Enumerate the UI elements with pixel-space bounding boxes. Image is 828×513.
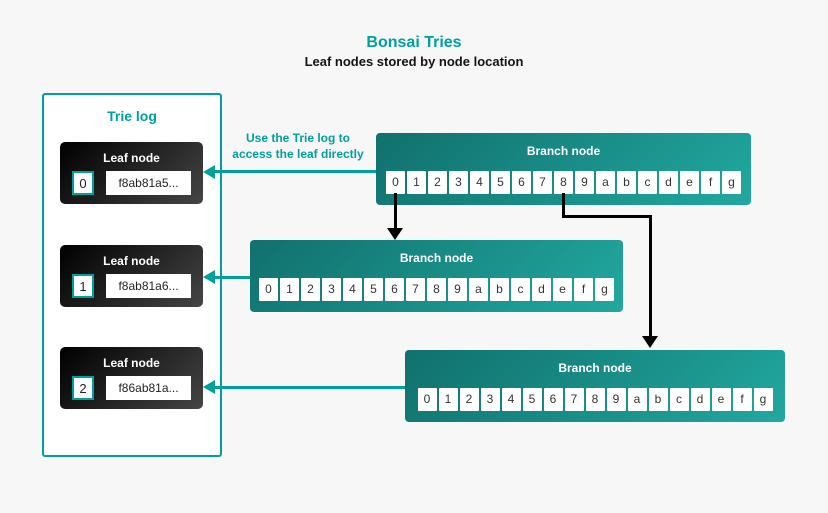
- branch-cell: d: [690, 388, 710, 411]
- leaf-node-title: Leaf node: [103, 254, 160, 268]
- branch-cell: 6: [543, 388, 563, 411]
- branch-cell: 1: [438, 388, 458, 411]
- branch-cell: 2: [459, 388, 479, 411]
- branch-cell: 3: [480, 388, 500, 411]
- leaf-node-row: 2 f86ab81a...: [72, 376, 191, 400]
- leaf-hash-box: f8ab81a6...: [106, 274, 191, 298]
- branch-cell: b: [648, 388, 668, 411]
- branch-cell: e: [680, 171, 699, 194]
- branch-cell: 8: [585, 388, 605, 411]
- leaf-node-1: Leaf node 1 f8ab81a6...: [60, 245, 203, 307]
- connector-cell8-segment-down: [562, 193, 565, 218]
- leaf-hash-box: f8ab81a5...: [106, 171, 191, 195]
- branch-cell: 3: [449, 171, 468, 194]
- branch-cell: a: [596, 171, 615, 194]
- branch-cell: f: [732, 388, 752, 411]
- branch-cell: 7: [564, 388, 584, 411]
- branch-cell: 4: [470, 171, 489, 194]
- branch-cell: c: [669, 388, 689, 411]
- arrow-line-to-leaf-2: [214, 386, 405, 389]
- branch-cell: b: [490, 278, 509, 301]
- branch-cell: e: [711, 388, 731, 411]
- trie-log-annotation: Use the Trie log to access the leaf dire…: [227, 130, 369, 162]
- leaf-node-title: Leaf node: [103, 151, 160, 165]
- branch-cell: d: [659, 171, 678, 194]
- branch-cell: c: [638, 171, 657, 194]
- branch-node-title: Branch node: [558, 361, 632, 375]
- branch-cell: g: [722, 171, 741, 194]
- connector-cell0-arrowhead: [387, 228, 403, 240]
- branch-cell: 5: [491, 171, 510, 194]
- branch-cell: 8: [427, 278, 446, 301]
- leaf-node-row: 0 f8ab81a5...: [72, 171, 191, 195]
- trie-log-title: Trie log: [107, 108, 157, 124]
- branch-cell: d: [532, 278, 551, 301]
- branch-cell: 5: [522, 388, 542, 411]
- branch-cell: b: [617, 171, 636, 194]
- branch-cell: c: [511, 278, 530, 301]
- branch-cell: 6: [512, 171, 531, 194]
- branch-cell: 3: [322, 278, 341, 301]
- leaf-node-title: Leaf node: [103, 356, 160, 370]
- branch-cell: 1: [280, 278, 299, 301]
- connector-cell8-segment-down-2: [649, 215, 652, 337]
- branch-cell: g: [753, 388, 773, 411]
- arrowhead-to-leaf-2: [203, 380, 215, 394]
- branch-cell: a: [627, 388, 647, 411]
- branch-cell: g: [595, 278, 614, 301]
- branch-cell: 7: [406, 278, 425, 301]
- branch-cell: 0: [417, 388, 437, 411]
- annotation-line-2: access the leaf directly: [232, 147, 364, 161]
- branch-cell: 2: [428, 171, 447, 194]
- diagram-title: Bonsai Tries: [366, 34, 462, 51]
- arrowhead-to-leaf-1: [203, 270, 215, 284]
- leaf-index-box: 0: [72, 171, 94, 195]
- branch-cell: 9: [575, 171, 594, 194]
- branch-cell: e: [553, 278, 572, 301]
- branch-cell: 8: [554, 171, 573, 194]
- branch-cell: 9: [448, 278, 467, 301]
- leaf-index-box: 2: [72, 376, 94, 400]
- branch-cell: 0: [259, 278, 278, 301]
- branch-cell: a: [469, 278, 488, 301]
- branch-cell: 9: [606, 388, 626, 411]
- leaf-index-box: 1: [72, 274, 94, 298]
- branch-node-title: Branch node: [526, 144, 601, 158]
- arrowhead-to-leaf-0: [203, 165, 215, 179]
- branch-cell: 1: [407, 171, 426, 194]
- branch-cell: 6: [385, 278, 404, 301]
- diagram-subtitle: Leaf nodes stored by node location: [304, 54, 524, 69]
- arrow-line-to-leaf-1: [214, 276, 250, 279]
- connector-cell8-arrowhead: [642, 336, 658, 348]
- branch-cell: 2: [301, 278, 320, 301]
- leaf-node-0: Leaf node 0 f8ab81a5...: [60, 142, 203, 204]
- connector-cell8-segment-right: [562, 215, 652, 218]
- arrow-line-to-leaf-0: [214, 170, 376, 173]
- branch-cell: 7: [533, 171, 552, 194]
- branch-node-title: Branch node: [399, 251, 474, 265]
- branch-cell: 4: [343, 278, 362, 301]
- branch-cell: 0: [386, 171, 405, 194]
- leaf-node-2: Leaf node 2 f86ab81a...: [60, 347, 203, 409]
- branch-cell: f: [701, 171, 720, 194]
- leaf-node-row: 1 f8ab81a6...: [72, 274, 191, 298]
- branch-cell: f: [574, 278, 593, 301]
- branch-cell: 4: [501, 388, 521, 411]
- leaf-hash-box: f86ab81a...: [106, 376, 191, 400]
- branch-cell: 5: [364, 278, 383, 301]
- connector-cell0-line: [394, 193, 397, 229]
- annotation-line-1: Use the Trie log to: [245, 131, 350, 145]
